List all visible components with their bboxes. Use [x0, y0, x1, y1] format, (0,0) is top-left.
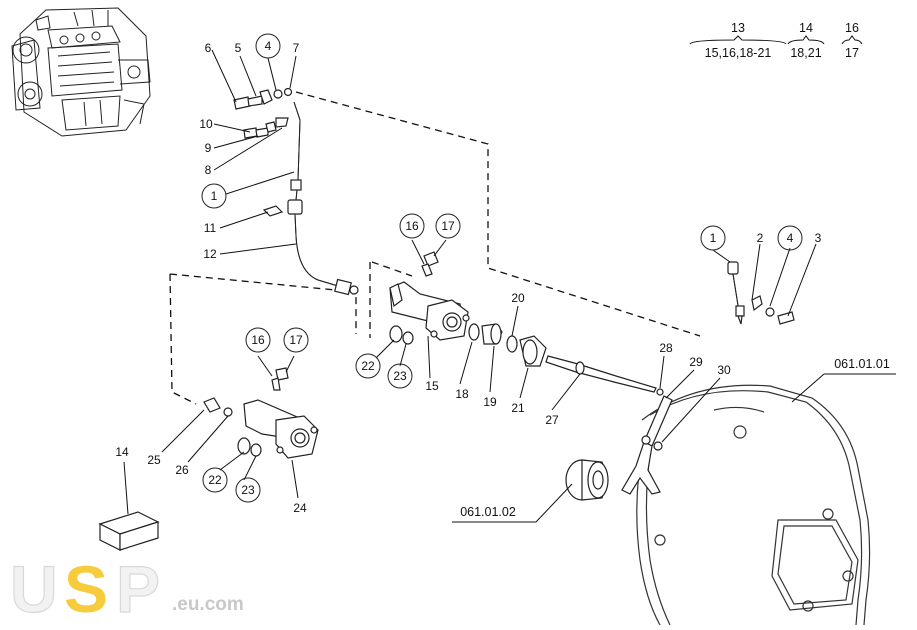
callout-1a: 1 [211, 189, 218, 203]
callout-10: 10 [199, 117, 213, 131]
legend-group-1-top: 13 [731, 21, 745, 35]
usp-watermark-logo: U S P .eu.com [9, 551, 244, 626]
callout-11: 11 [204, 221, 217, 235]
callout-23b: 23 [241, 483, 255, 497]
dust-boot-21 [519, 335, 547, 367]
legend-group-2-top: 14 [799, 21, 813, 35]
legend: 13 15,16,18-21 14 18,21 16 17 [689, 21, 863, 60]
repair-kit-box-part [98, 511, 160, 551]
callout-30: 30 [717, 363, 731, 377]
engine-thumbnail-icon [11, 7, 151, 137]
bleed-pipe-part [727, 261, 745, 325]
slave-cylinder-lower [243, 399, 319, 459]
clip-11 [262, 205, 284, 217]
callout-23a: 23 [393, 369, 407, 383]
legend-brace-1 [689, 35, 787, 45]
release-bearing-part [565, 459, 609, 501]
dashed-outline-upper-cylinder [369, 261, 413, 338]
legend-group-3-top: 16 [845, 21, 859, 35]
callout-circles [201, 33, 803, 503]
callout-3: 3 [815, 231, 822, 245]
callout-19: 19 [483, 395, 497, 409]
callout-22b: 22 [208, 473, 222, 487]
callout-7: 7 [293, 41, 300, 55]
seal-22-23-lower [237, 437, 262, 457]
watermark-letter-s: S [64, 552, 108, 625]
callout-18: 18 [455, 387, 469, 401]
bleed-screw-upper [421, 251, 439, 277]
callout-4a: 4 [265, 39, 272, 53]
bell-housing-part [636, 384, 871, 626]
callout-17a: 17 [441, 219, 455, 233]
piston-19 [481, 323, 503, 345]
release-fork-29 [621, 395, 673, 495]
piston-seal-18 [468, 323, 480, 341]
callout-27: 27 [545, 413, 559, 427]
callout-15: 15 [425, 379, 439, 393]
legend-group-3-bottom: 17 [845, 46, 859, 60]
pushrod-27 [545, 355, 664, 396]
callout-26: 26 [175, 463, 189, 477]
leader-lines [123, 49, 896, 523]
callout-9: 9 [205, 141, 212, 155]
watermark-letter-p: P [116, 552, 160, 625]
seal-22-23-upper [389, 325, 414, 345]
callout-16b: 16 [251, 333, 265, 347]
watermark-letter-u: U [10, 552, 58, 625]
ref-label-bearing: 061.01.02 [460, 505, 516, 519]
callout-16a: 16 [405, 219, 419, 233]
ref-label-housing: 061.01.01 [834, 357, 890, 371]
bolts-and-washers [233, 87, 795, 325]
fitting-25-26 [203, 397, 233, 417]
slave-cylinder-upper [389, 281, 470, 341]
callout-29: 29 [689, 355, 703, 369]
callout-5: 5 [235, 41, 242, 55]
callout-20: 20 [511, 291, 525, 305]
callout-21: 21 [511, 401, 525, 415]
callout-4b: 4 [787, 231, 794, 245]
legend-group-2-bottom: 18,21 [790, 46, 821, 60]
callout-2: 2 [757, 231, 764, 245]
callout-14: 14 [115, 445, 129, 459]
callout-8: 8 [205, 163, 212, 177]
callout-25: 25 [147, 453, 161, 467]
dashed-outline-pipe-to-bracket [295, 91, 701, 337]
legend-group-1-bottom: 15,16,18-21 [705, 46, 772, 60]
callout-numbers: 6 5 4 7 10 9 8 1 11 12 1 2 4 3 16 17 16 … [115, 39, 821, 515]
callout-24: 24 [293, 501, 307, 515]
ring-20 [506, 335, 518, 353]
legend-brace-3 [841, 35, 863, 45]
watermark-domain: .eu.com [172, 594, 244, 615]
callout-12: 12 [203, 247, 217, 261]
callout-22a: 22 [361, 359, 375, 373]
callout-1b: 1 [710, 231, 717, 245]
callout-6: 6 [205, 41, 212, 55]
legend-brace-2 [787, 35, 825, 45]
callout-17b: 17 [289, 333, 303, 347]
hydraulic-pipe-part [287, 101, 359, 296]
bleed-screw-lower [271, 367, 289, 391]
callout-28: 28 [659, 341, 673, 355]
